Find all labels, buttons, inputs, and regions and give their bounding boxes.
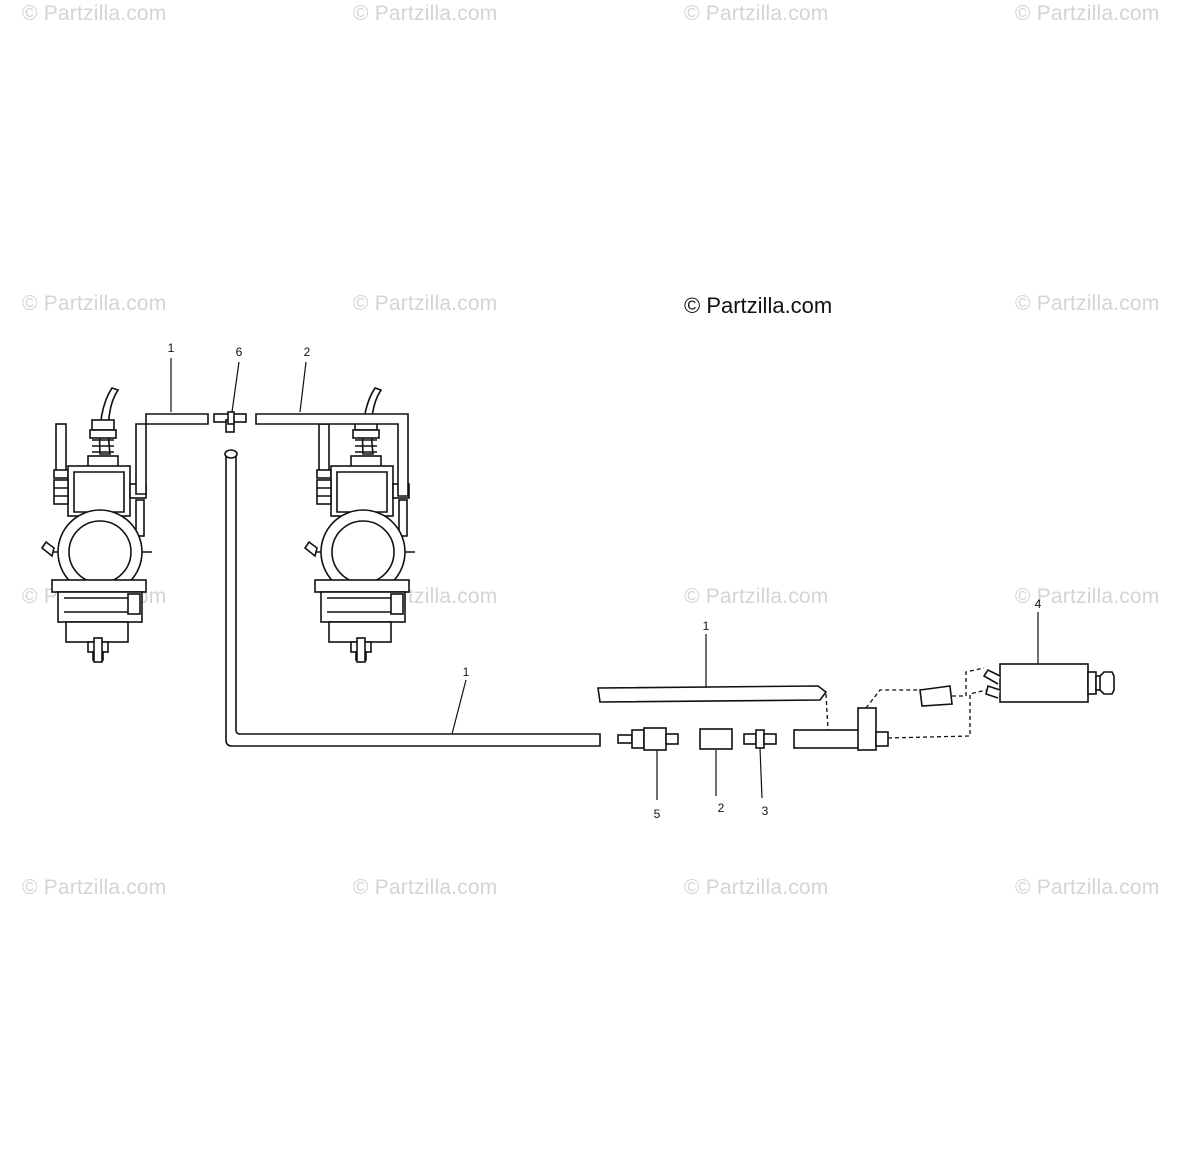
watermark: © Partzilla.com (684, 585, 829, 608)
watermark: © Partzilla.com (22, 2, 167, 25)
callout-2-bottom: 2 (718, 801, 725, 815)
callout-5: 5 (654, 807, 661, 821)
vent-hose-right (255, 413, 409, 497)
flow-lines (825, 667, 987, 739)
watermark: © Partzilla.com (1015, 292, 1160, 315)
watermark: © Partzilla.com (353, 876, 498, 899)
callout-leaders (170, 358, 1039, 800)
vent-hose-long (225, 453, 601, 747)
callout-2-top: 2 (304, 345, 311, 359)
filter-housing (793, 707, 889, 751)
callout-1-top: 1 (168, 341, 175, 355)
watermark-main: © Partzilla.com (684, 293, 833, 318)
hose-upper-right (597, 685, 828, 703)
connector (743, 729, 777, 749)
fuel-pump (982, 663, 1115, 703)
callout-6: 6 (236, 345, 243, 359)
watermark: © Partzilla.com (353, 292, 498, 315)
watermark: © Partzilla.com (1015, 876, 1160, 899)
callout-4: 4 (1035, 597, 1042, 611)
vent-hose-left (135, 413, 209, 495)
callout-3: 3 (762, 804, 769, 818)
watermark: © Partzilla.com (22, 292, 167, 315)
callout-1-mid: 1 (463, 665, 470, 679)
watermark: © Partzilla.com (353, 2, 498, 25)
watermark: © Partzilla.com (684, 2, 829, 25)
hose-cap (919, 685, 953, 707)
watermark: © Partzilla.com (22, 876, 167, 899)
watermark: © Partzilla.com (1015, 585, 1160, 608)
hose-short (699, 728, 733, 750)
watermark: © Partzilla.com (684, 876, 829, 899)
check-valve (617, 727, 679, 751)
callout-1-right: 1 (703, 619, 710, 633)
tee-fitting (213, 411, 247, 433)
watermark: © Partzilla.com (1015, 2, 1160, 25)
